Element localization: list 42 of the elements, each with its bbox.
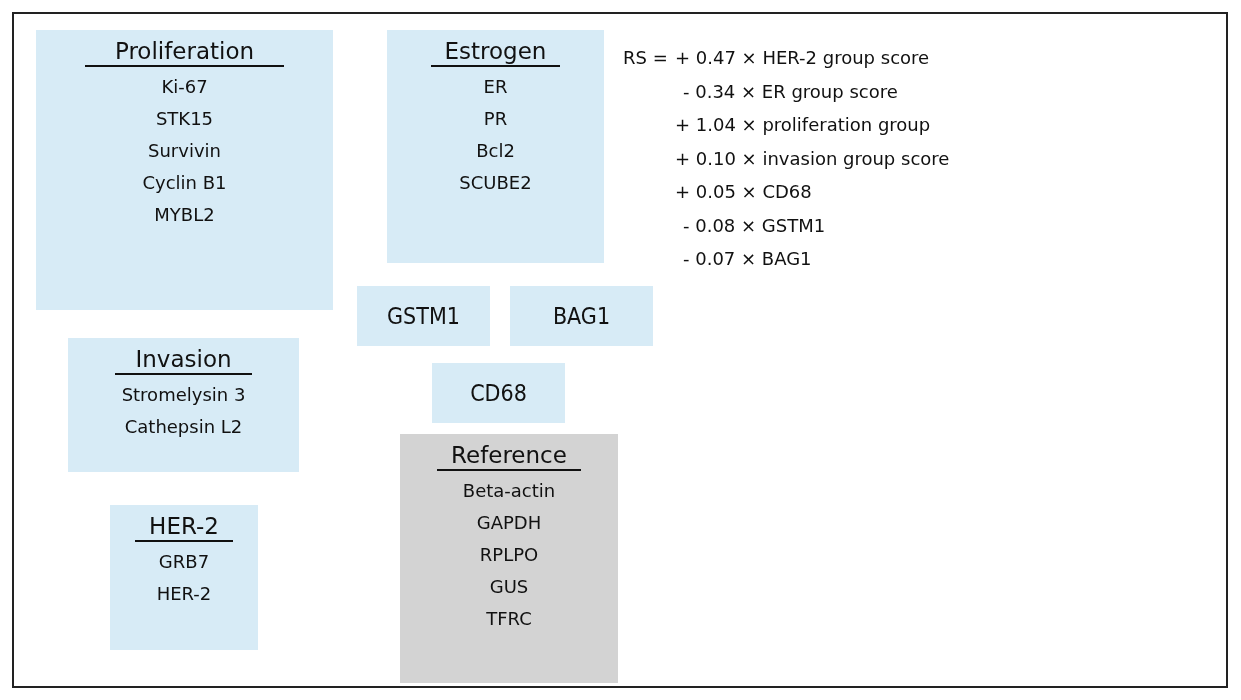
- group-heading: Estrogen: [430, 38, 561, 67]
- formula-term: + 0.05 × CD68: [675, 181, 812, 202]
- group-heading: Proliferation: [84, 38, 285, 67]
- gene-group-box: [36, 30, 333, 310]
- formula-term: + 0.47 × HER-2 group score: [675, 47, 930, 68]
- gene-group-box: [400, 434, 618, 683]
- formula-term: - 0.07 × BAG1: [683, 248, 812, 269]
- formula-term: - 0.08 × GSTM1: [683, 214, 826, 236]
- gene-name: GRB7: [158, 550, 210, 574]
- gene-name: MYBL2: [154, 203, 215, 227]
- gene-group-box: [68, 338, 299, 472]
- formula-label: RS =: [623, 47, 668, 68]
- gene-name: CD68: [470, 380, 527, 406]
- gene-name: Cathepsin L2: [124, 415, 243, 439]
- group-heading: HER-2: [135, 513, 233, 542]
- formula-term: + 1.04 × proliferation group: [675, 114, 931, 135]
- gene-group-box: [510, 286, 653, 346]
- gene-group-box: [357, 286, 490, 346]
- gene-name: GSTM1: [387, 303, 460, 329]
- gene-name: ER: [483, 75, 508, 99]
- formula-term: + 0.10 × invasion group score: [675, 147, 950, 169]
- gene-name: PR: [483, 107, 508, 131]
- formula-term: - 0.34 × ER group score: [683, 80, 898, 102]
- gene-group-box: [432, 363, 565, 423]
- gene-name: GAPDH: [476, 511, 542, 535]
- gene-name: GUS: [489, 575, 529, 599]
- gene-name: STK15: [155, 107, 214, 131]
- gene-name: Beta-actin: [462, 479, 556, 503]
- gene-name: Survivin: [148, 139, 221, 163]
- group-heading: Reference: [437, 442, 581, 471]
- gene-name: Ki-67: [161, 75, 208, 99]
- gene-name: BAG1: [552, 303, 611, 329]
- group-heading: Invasion: [115, 346, 252, 375]
- gene-name: SCUBE2: [459, 171, 532, 195]
- gene-name: RPLPO: [479, 543, 539, 567]
- gene-group-box: [387, 30, 604, 263]
- gene-name: HER-2: [156, 582, 212, 606]
- gene-name: Bcl2: [476, 139, 515, 163]
- gene-name: Cyclin B1: [142, 171, 227, 195]
- gene-name: TFRC: [486, 607, 532, 631]
- gene-group-box: [110, 505, 258, 650]
- gene-name: Stromelysin 3: [121, 383, 246, 407]
